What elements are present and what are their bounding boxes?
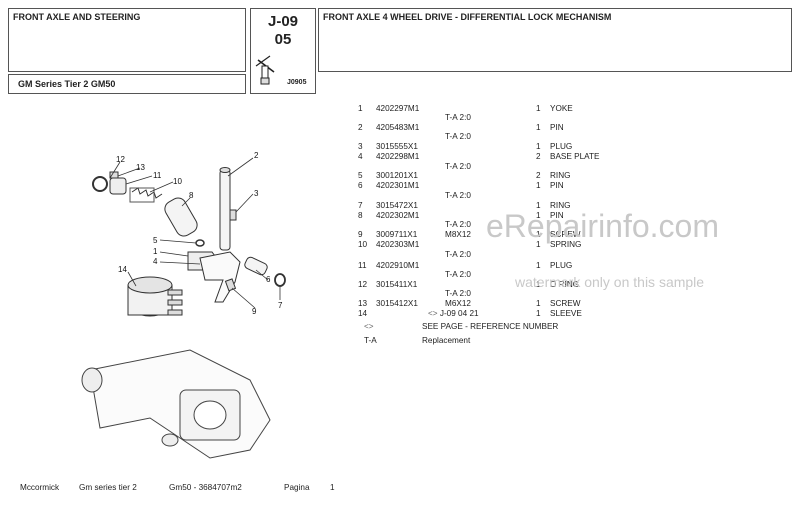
part-14-sleeve: [127, 276, 183, 317]
legend-ta-symbol: T-A: [364, 336, 377, 345]
part-7-ring: [274, 273, 286, 287]
part-6-pin: [244, 256, 268, 276]
callout-6: 6: [266, 275, 271, 284]
model-line-box: [8, 74, 246, 94]
callout-13: 13: [136, 163, 145, 172]
group-code-box: [250, 8, 316, 94]
section-title-box: [8, 8, 246, 72]
callout-12: 12: [116, 155, 125, 164]
model-line: GM Series Tier 2 GM50: [18, 79, 116, 89]
footer-page-no: 1: [330, 483, 335, 492]
callout-14: 14: [118, 265, 127, 274]
part-2-pin: [219, 169, 231, 251]
footer-manual: Gm50 - 3684707m2: [169, 483, 242, 492]
ta-marker: T-A 2:0: [445, 289, 471, 298]
part-1-yoke: [199, 251, 241, 303]
part-3-plug: [229, 209, 237, 221]
section-title: FRONT AXLE AND STEERING: [13, 12, 141, 22]
see-page-icon: <>: [428, 309, 438, 318]
callout-5: 5: [153, 236, 158, 245]
part-9-screw: [224, 278, 237, 292]
callout-4: 4: [153, 257, 158, 266]
watermark-main: eRepairinfo.com: [486, 208, 719, 244]
page-title: FRONT AXLE 4 WHEEL DRIVE - DIFFERENTIAL …: [323, 12, 612, 22]
part-5-ring: [195, 239, 205, 247]
group-code: J-09: [267, 13, 299, 30]
group-sub: 05: [274, 31, 292, 48]
exploded-parts-diagram: 12 13 11 10 8 2 3 5 1 4 6 7 9 14: [81, 151, 286, 459]
footer-series: Gm series tier 2: [79, 483, 137, 492]
wrench-icon: [255, 55, 275, 85]
legend-see-page-text: SEE PAGE - REFERENCE NUMBER: [422, 322, 559, 331]
legend-ta-text: Replacement: [422, 336, 471, 345]
footer-brand: Mccormick: [20, 483, 60, 492]
callout-10: 10: [173, 177, 182, 186]
ta-marker: T-A 2:0: [445, 270, 471, 279]
ref-code: J0905: [287, 79, 307, 86]
ta-marker: T-A 2:0: [445, 162, 471, 171]
callout-2: 2: [254, 151, 259, 160]
ta-marker: T-A 2:0: [445, 132, 471, 141]
ta-marker: T-A 2:0: [445, 250, 471, 259]
legend-see-page-symbol: <>: [364, 322, 374, 331]
ta-marker: T-A 2:0: [445, 220, 471, 229]
axle-housing: [81, 349, 271, 459]
callout-1: 1: [153, 247, 158, 256]
part-10-spring: [129, 187, 163, 203]
part-11-plug: [109, 177, 127, 195]
callout-7: 7: [278, 301, 283, 310]
callout-3: 3: [254, 189, 259, 198]
part-12-o-ring: [92, 176, 108, 192]
watermark-sub: watermark only on this sample: [515, 274, 705, 290]
callout-8: 8: [189, 191, 194, 200]
callout-9: 9: [252, 307, 257, 316]
part-13-screw: [109, 171, 119, 179]
page-title-box: [318, 8, 792, 72]
footer-page-label: Pagina: [284, 483, 310, 492]
part-8-pin: [164, 197, 198, 237]
ta-marker: T-A 2:0: [445, 191, 471, 200]
ta-marker: T-A 2:0: [445, 113, 471, 122]
callout-11: 11: [153, 171, 162, 180]
